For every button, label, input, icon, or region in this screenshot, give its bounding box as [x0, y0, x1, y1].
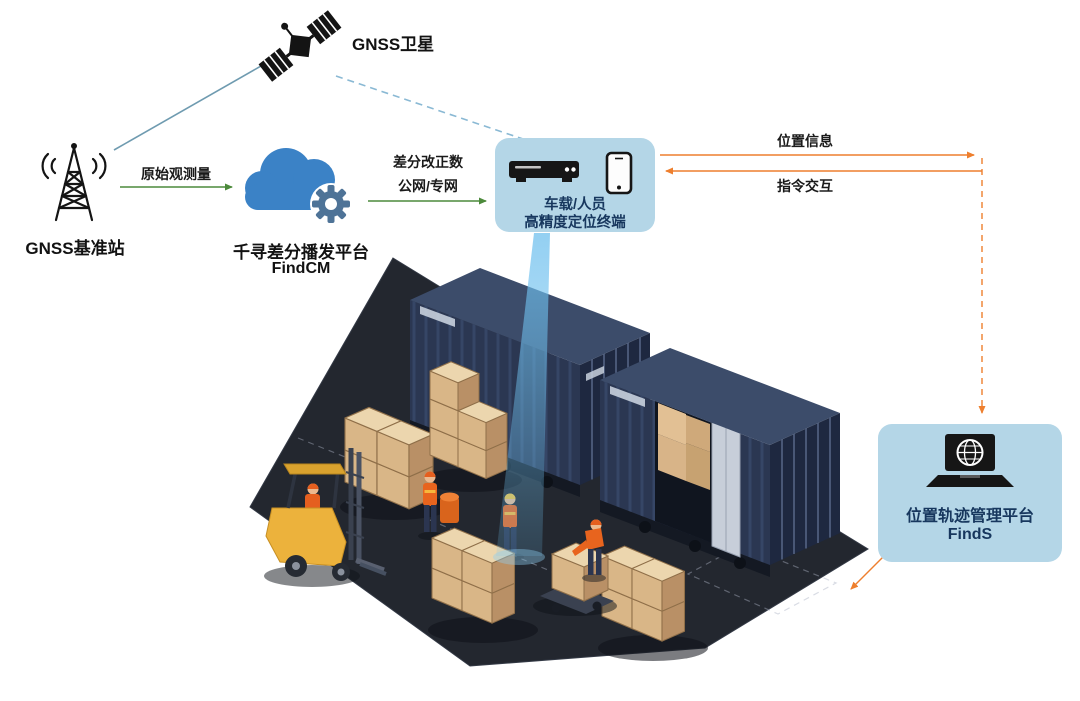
radio-tower-icon: [28, 136, 120, 232]
management-node: 位置轨迹管理平台 FindS: [878, 424, 1062, 562]
shipping-container-2: [600, 348, 840, 577]
pallet-jack: [533, 542, 617, 616]
smartphone-icon: [605, 151, 633, 195]
forklift: [264, 448, 387, 587]
edge-label-command: 指令交互: [777, 178, 833, 194]
pallet-stacks-upper: [340, 361, 522, 520]
cloud-gear-icon: [234, 132, 368, 236]
gear-icon: [312, 185, 350, 223]
pallet-stacks-lower: [428, 527, 708, 661]
link-platform-scene: [850, 553, 887, 590]
laptop-globe-icon: [926, 434, 1014, 487]
link-satellite-terminal: [335, 75, 527, 141]
beam-spotlight: [493, 549, 545, 565]
worker-1: [418, 471, 444, 540]
worker-3: [572, 519, 606, 582]
management-label-subtitle: FindS: [947, 526, 993, 543]
positioning-beam: [496, 233, 550, 556]
cloud-platform-subtitle: FindCM: [271, 260, 331, 277]
edge-label-corrections-1: 差分改正数: [393, 154, 463, 170]
management-label-title: 位置轨迹管理平台: [905, 508, 1034, 525]
warehouse-scene: [249, 233, 869, 667]
edge-label-corrections-2: 公网/专网: [398, 178, 458, 194]
link-satellite-basestation: [113, 61, 269, 151]
orange-drum: [440, 492, 459, 523]
edge-label-position-info: 位置信息: [777, 133, 833, 149]
terminal-node: 车载/人员 高精度定位终端: [495, 138, 655, 232]
cloud-platform-title: 千寻差分播发平台: [233, 243, 369, 262]
connector-lines: [113, 61, 986, 590]
base-station-label: GNSS基准站: [25, 239, 125, 258]
terminal-label-line1: 车载/人员: [543, 197, 607, 213]
receiver-icon: [509, 161, 579, 182]
edge-label-raw-observation: 原始观测量: [141, 166, 211, 182]
satellite-label: GNSS卫星: [352, 35, 435, 54]
terminal-label-line2: 高精度定位终端: [524, 215, 626, 231]
satellite-icon: [250, 0, 350, 88]
